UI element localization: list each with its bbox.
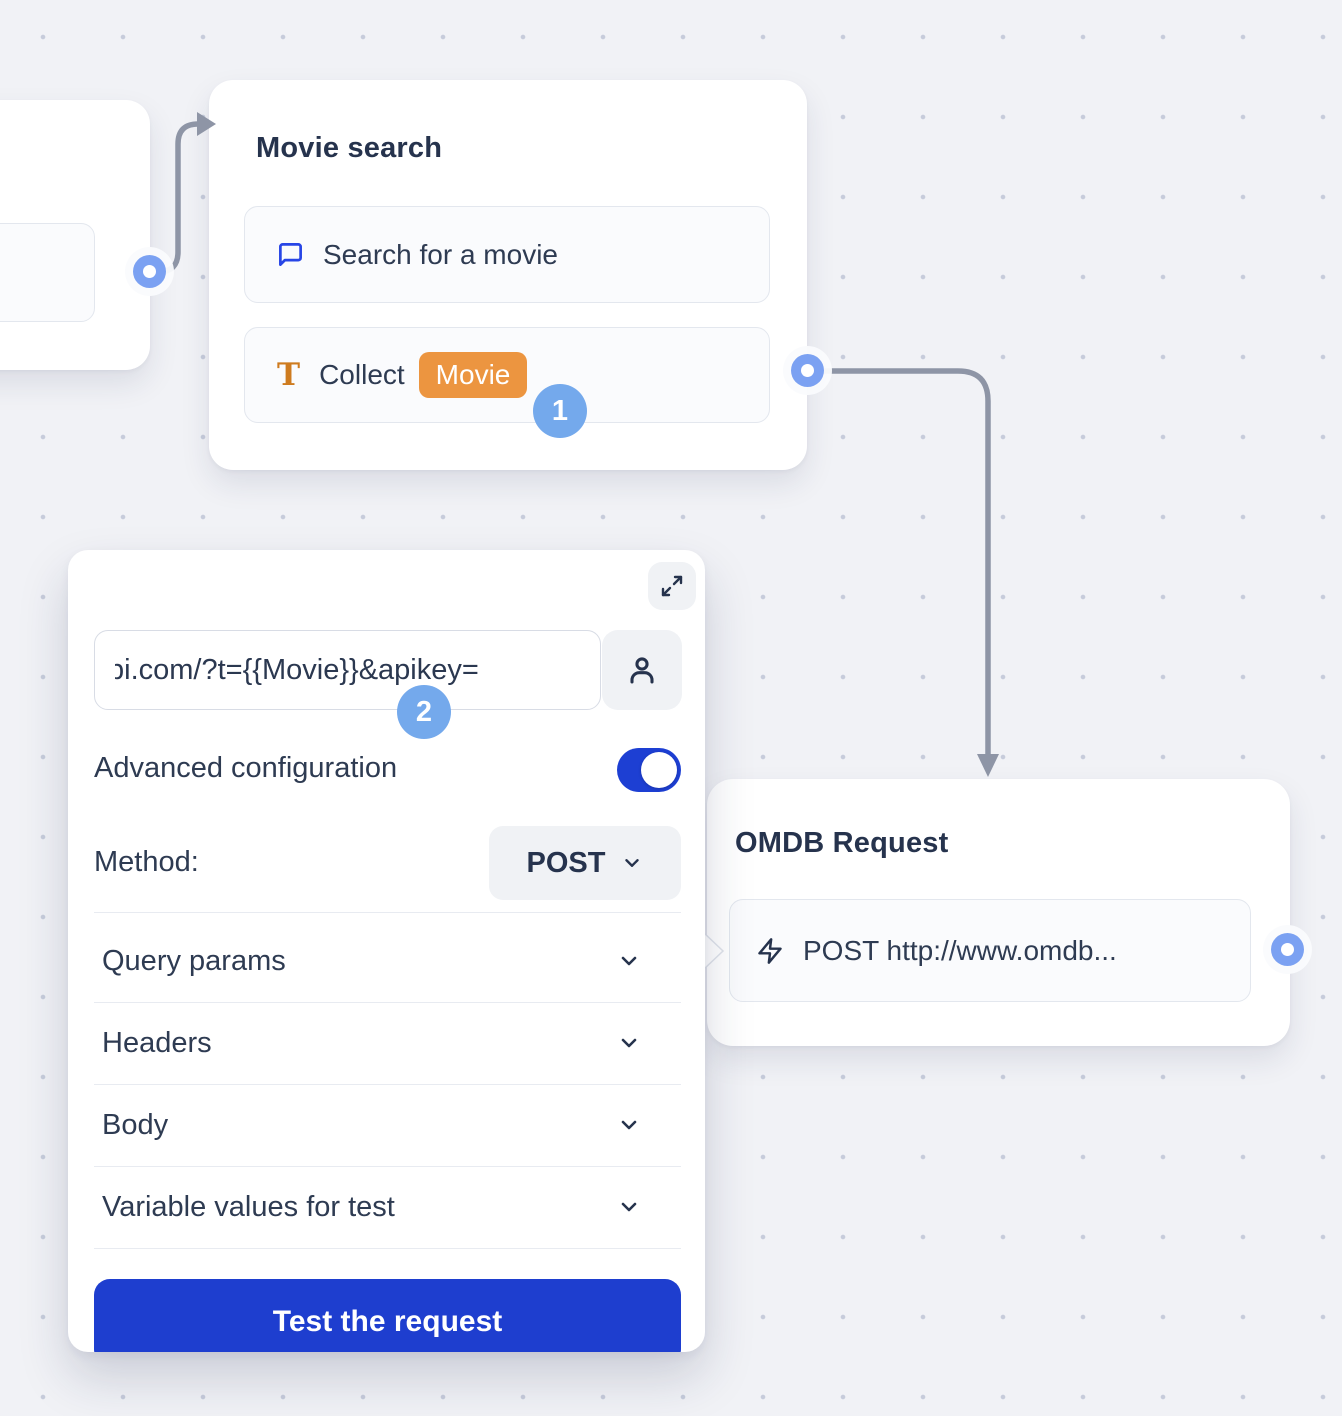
arrow-connector-movie-to-omdb: [809, 368, 991, 759]
variable-tag-movie[interactable]: Movie: [418, 352, 528, 398]
chat-bubble-icon: [277, 241, 304, 268]
port-dot-omdb-output[interactable]: [1271, 933, 1304, 966]
section-headers[interactable]: Headers: [94, 1002, 681, 1084]
url-input[interactable]: [94, 630, 601, 710]
section-variable-values[interactable]: Variable values for test: [94, 1166, 681, 1248]
section-body[interactable]: Body: [94, 1084, 681, 1166]
user-icon: [626, 654, 658, 686]
request-config-panel: Advanced configuration Method: POST Quer…: [68, 550, 705, 1352]
row-label: Search for a movie: [323, 238, 558, 270]
divider: [94, 1084, 681, 1085]
row-label: POST http://www.omdb...: [803, 934, 1117, 966]
divider: [94, 1002, 681, 1003]
variables-button[interactable]: [602, 630, 682, 710]
chevron-down-icon: [617, 1113, 681, 1137]
arrowhead-down-icon: [977, 754, 999, 777]
section-query-params[interactable]: Query params: [94, 920, 681, 1002]
section-label: Variable values for test: [102, 1190, 395, 1223]
expand-icon: [660, 574, 684, 598]
advanced-configuration-toggle[interactable]: [617, 748, 681, 792]
row-label: Collect: [319, 359, 405, 390]
chevron-down-icon: [621, 852, 643, 874]
arrow-connector-left-to-movie: [151, 121, 203, 275]
node-row-omdb-post[interactable]: POST http://www.omdb...: [729, 899, 1251, 1002]
lightning-icon: [756, 937, 784, 965]
method-dropdown[interactable]: POST: [489, 826, 681, 900]
chevron-down-icon: [617, 1195, 681, 1219]
node-movie-search[interactable]: Movie search Search for a movie T Collec…: [209, 80, 807, 470]
divider: [94, 1248, 681, 1249]
chevron-down-icon: [617, 949, 681, 973]
node-omdb-request[interactable]: OMDB Request POST http://www.omdb...: [707, 779, 1290, 1046]
port-dot-left-card-output[interactable]: [133, 255, 166, 288]
node-title: Movie search: [256, 132, 443, 164]
chevron-down-icon: [617, 1031, 681, 1055]
step-badge-1: 1: [533, 384, 587, 438]
node-row-collect-movie[interactable]: T Collect Movie: [244, 327, 770, 423]
section-label: Query params: [102, 944, 286, 977]
node-row-search-for-movie[interactable]: Search for a movie: [244, 206, 770, 303]
text-input-icon: T: [277, 356, 301, 393]
input-port-notch[interactable]: [703, 931, 725, 971]
node-title: OMDB Request: [735, 827, 949, 859]
node-row-partial[interactable]: [0, 223, 95, 322]
step-badge-2: 2: [397, 685, 451, 739]
advanced-configuration-label: Advanced configuration: [94, 752, 398, 784]
port-dot-movie-output[interactable]: [791, 354, 824, 387]
divider: [94, 1166, 681, 1167]
toggle-knob: [641, 752, 677, 788]
section-label: Headers: [102, 1026, 212, 1059]
expand-button[interactable]: [648, 562, 696, 610]
node-card-partial[interactable]: [0, 100, 150, 370]
method-label: Method:: [94, 846, 199, 878]
section-label: Body: [102, 1108, 169, 1141]
divider: [94, 912, 681, 913]
method-value: POST: [526, 846, 606, 879]
test-request-button[interactable]: Test the request: [94, 1279, 681, 1352]
